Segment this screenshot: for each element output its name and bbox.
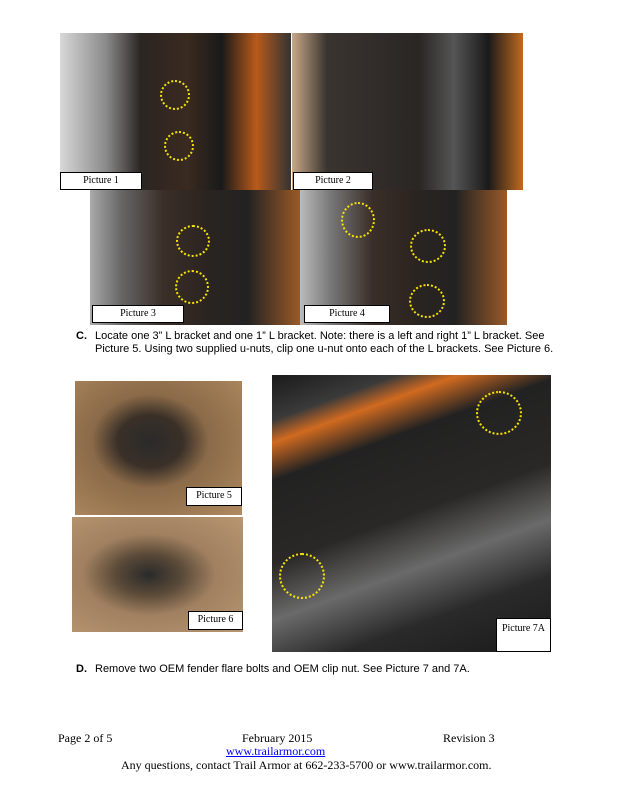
footer-date: February 2015 — [242, 731, 313, 745]
highlight-circle — [410, 229, 446, 263]
highlight-circle — [175, 270, 209, 304]
step-letter: C. — [76, 330, 87, 342]
highlight-circle — [409, 284, 445, 318]
highlight-circle — [176, 225, 210, 257]
step-letter: D. — [76, 663, 87, 675]
picture-6-label: Picture 6 — [188, 611, 243, 630]
footer-website-link[interactable]: www.trailarmor.com — [226, 744, 326, 758]
highlight-circle — [341, 202, 375, 238]
picture-3-label: Picture 3 — [92, 305, 184, 323]
step-text: Locate one 3” L bracket and one 1” L bra… — [95, 330, 554, 355]
footer-contact: Any questions, contact Trail Armor at 66… — [121, 758, 492, 772]
highlight-circle — [476, 391, 522, 435]
picture-1-label: Picture 1 — [60, 172, 142, 190]
footer-revision: Revision 3 — [443, 731, 495, 745]
highlight-circle — [164, 131, 194, 161]
picture-7a-label: Picture 7A — [496, 618, 551, 652]
photo-2 — [292, 33, 523, 190]
highlight-circle — [279, 553, 325, 599]
step-text: Remove two OEM fender flare bolts and OE… — [95, 663, 470, 675]
step-d: D. Remove two OEM fender flare bolts and… — [76, 663, 576, 676]
photo-1 — [60, 33, 291, 190]
highlight-circle — [160, 80, 190, 110]
picture-5-label: Picture 5 — [186, 487, 242, 506]
step-c: C. Locate one 3” L bracket and one 1” L … — [76, 330, 576, 356]
photo-4 — [300, 190, 507, 325]
picture-2-label: Picture 2 — [293, 172, 373, 190]
picture-4-label: Picture 4 — [304, 305, 390, 323]
footer-page-number: Page 2 of 5 — [58, 731, 113, 745]
